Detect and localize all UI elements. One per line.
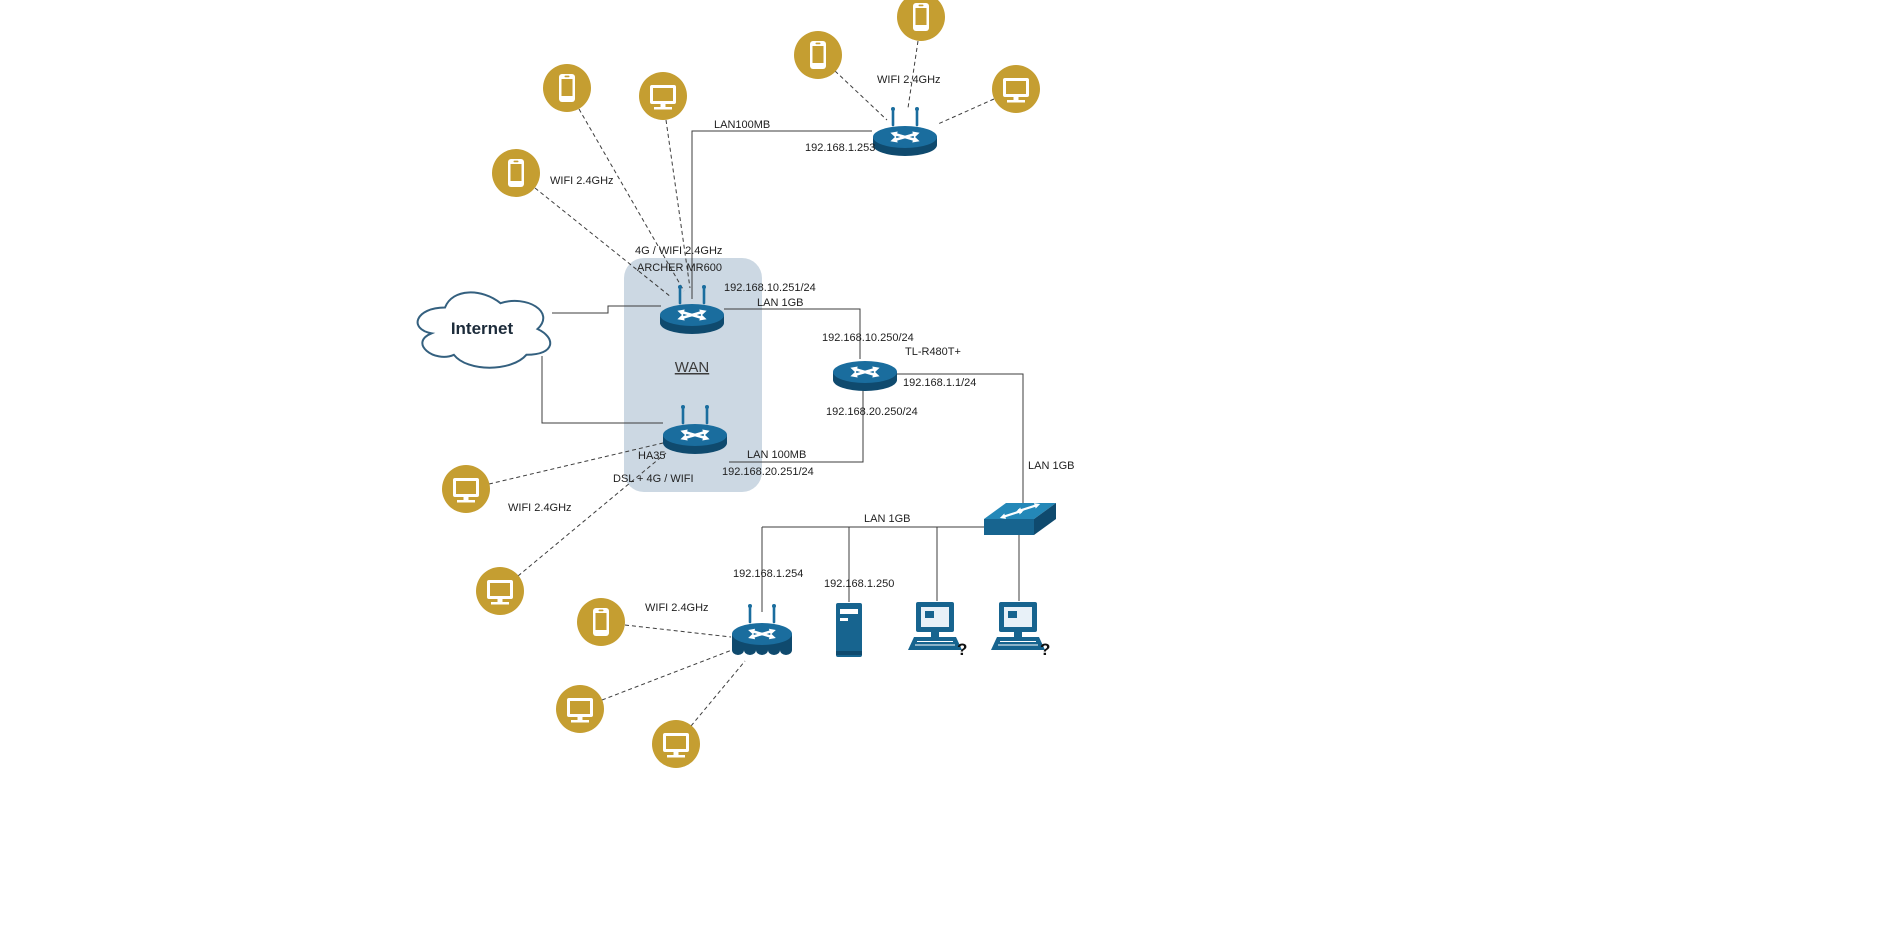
archer-lan-label: LAN 1GB <box>757 297 803 309</box>
network-switch-icon <box>984 501 1056 535</box>
wlink-monitor-tr-ap <box>937 98 995 125</box>
monitor-icon <box>652 720 700 768</box>
tlr480t-lan-label: LAN 1GB <box>1028 460 1074 472</box>
network-switch[interactable] <box>984 501 1056 535</box>
wlink-phone-tl2-archer <box>534 187 672 298</box>
monitor-client-left2[interactable] <box>476 567 524 615</box>
server-icon <box>836 603 862 657</box>
link-internet-ha35 <box>541 356 663 424</box>
monitor-icon <box>476 567 524 615</box>
smartphone-client-tl1[interactable] <box>543 64 591 112</box>
archer-ip-label: 192.168.10.251/24 <box>724 282 816 294</box>
smartphone-icon <box>492 149 540 197</box>
desktop-computer-icon <box>907 601 963 651</box>
wlink-phone-tl1-archer <box>578 108 685 292</box>
link-internet-archer <box>552 305 661 314</box>
wlink-monitor-tl-archer <box>665 119 691 289</box>
tlr480t-ip-bottom-label: 192.168.20.250/24 <box>826 406 918 418</box>
ha35-model-label: HA35 <box>638 450 666 462</box>
wired-links <box>541 130 1024 612</box>
server[interactable] <box>836 603 862 657</box>
link-archer-ap-top <box>691 130 872 299</box>
desktop-pc-1[interactable] <box>907 601 963 651</box>
wireless-router-icon <box>873 107 937 156</box>
smartphone-client-tl2[interactable] <box>492 149 540 197</box>
wan-zone[interactable] <box>624 258 762 492</box>
smartphone-icon <box>543 64 591 112</box>
tlr480t-ip-lan-label: 192.168.1.1/24 <box>903 377 976 389</box>
smartphone-icon <box>794 31 842 79</box>
wireless-links <box>488 40 995 727</box>
switch-lan-label: LAN 1GB <box>864 513 910 525</box>
archer-model-label: ARCHER MR600 <box>637 262 722 274</box>
monitor-client-bottom1[interactable] <box>556 685 604 733</box>
link-ha35-tlr480t <box>729 390 864 463</box>
link-tlr480t-switch <box>897 373 1024 510</box>
pc2-question-mark: ? <box>1040 640 1050 659</box>
monitor-client-left1[interactable] <box>442 465 490 513</box>
monitor-icon <box>992 65 1040 113</box>
tlr480t-ip-top-label: 192.168.10.250/24 <box>822 332 914 344</box>
access-point-top[interactable] <box>873 107 937 156</box>
smartphone-client-tr2[interactable] <box>897 0 945 41</box>
desktop-pc-2[interactable] <box>990 601 1046 651</box>
smartphone-icon <box>577 598 625 646</box>
monitor-icon <box>639 72 687 120</box>
wan-label: WAN <box>675 359 709 376</box>
smartphone-client-tr1[interactable] <box>794 31 842 79</box>
tlr480t-model-label: TL-R480T+ <box>905 346 961 358</box>
ap-top-wifi-label: WIFI 2.4GHz <box>877 74 941 86</box>
monitor-client-tl[interactable] <box>639 72 687 120</box>
desktop-computer-icon <box>990 601 1046 651</box>
monitor-client-bottom2[interactable] <box>652 720 700 768</box>
archer-conn-label: 4G / WIFI 2.4GHz <box>635 245 722 257</box>
ha35-conn-label: DSL + 4G / WIFI <box>613 473 694 485</box>
wifi-label-top-left: WIFI 2.4GHz <box>550 175 614 187</box>
monitor-client-tr[interactable] <box>992 65 1040 113</box>
wlink-monitor-b1-ap-bottom <box>601 649 733 701</box>
ha35-lan-label: LAN 100MB <box>747 449 806 461</box>
smartphone-client-bottom[interactable] <box>577 598 625 646</box>
router-icon <box>833 361 897 391</box>
smartphone-icon <box>897 0 945 41</box>
ap-bottom-ip-label: 192.168.1.254 <box>733 568 803 580</box>
internet-cloud[interactable]: Internet <box>416 291 552 369</box>
link-archer-tlr480t <box>724 308 861 359</box>
wlink-monitor-b2-ap-bottom <box>690 660 746 727</box>
wlink-monitor-l1-ha35 <box>488 442 664 485</box>
wlink-phone-b-ap-bottom <box>624 624 732 638</box>
ap-bottom-wifi-label: WIFI 2.4GHz <box>645 602 709 614</box>
wlink-phone-tr2-ap <box>907 40 919 109</box>
wlink-phone-tr1-ap <box>834 70 888 121</box>
monitor-icon <box>442 465 490 513</box>
ap-top-ip-label: 192.168.1.253 <box>805 142 875 154</box>
monitor-icon <box>556 685 604 733</box>
pc1-question-mark: ? <box>957 640 967 659</box>
ap-top-lan-label: LAN100MB <box>714 119 770 131</box>
ha35-ip-label: 192.168.20.251/24 <box>722 466 814 478</box>
internet-cloud-icon <box>416 291 552 369</box>
internet-label: Internet <box>451 319 514 338</box>
router-tl-r480t[interactable] <box>833 361 897 391</box>
server-ip-label: 192.168.1.250 <box>824 578 894 590</box>
wifi-label-left: WIFI 2.4GHz <box>508 502 572 514</box>
